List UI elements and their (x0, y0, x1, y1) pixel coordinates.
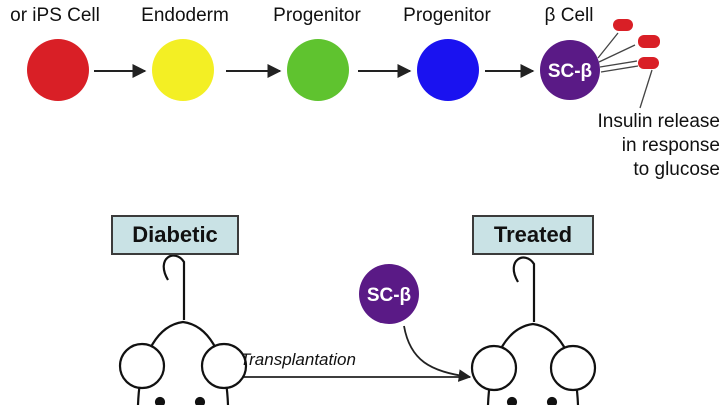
stage-label-ips: or iPS Cell (10, 5, 100, 26)
mouse-diabetic (118, 254, 248, 405)
insulin-granule (638, 35, 660, 48)
treated-box: Treated (472, 215, 594, 255)
stage-label-progenitor-2: Progenitor (403, 5, 491, 26)
stage-label-beta-cell: β Cell (544, 5, 594, 26)
cell-sc-beta (540, 40, 600, 100)
transplant-curve-arrow (403, 325, 472, 382)
transplantation-label: Transplantation (240, 350, 356, 369)
insulin-granules (597, 19, 660, 109)
stage-label-progenitor-1: Progenitor (273, 5, 361, 26)
sc-beta-cell-text: SC-β (548, 61, 592, 82)
stage-label-endoderm: Endoderm (141, 5, 229, 26)
mouse-treated (470, 256, 597, 405)
cell-endoderm (152, 39, 214, 101)
cell-ips (27, 39, 89, 101)
cell-progenitor-2 (417, 39, 479, 101)
cell-progenitor-1 (287, 39, 349, 101)
insulin-note: Insulin release in response to glucose (597, 111, 720, 180)
sc-beta-transplant-text: SC-β (367, 285, 411, 306)
insulin-granule (638, 57, 659, 69)
cell-sc-beta-transplant (359, 264, 419, 324)
diabetic-box: Diabetic (111, 215, 239, 255)
insulin-granule (613, 19, 633, 31)
